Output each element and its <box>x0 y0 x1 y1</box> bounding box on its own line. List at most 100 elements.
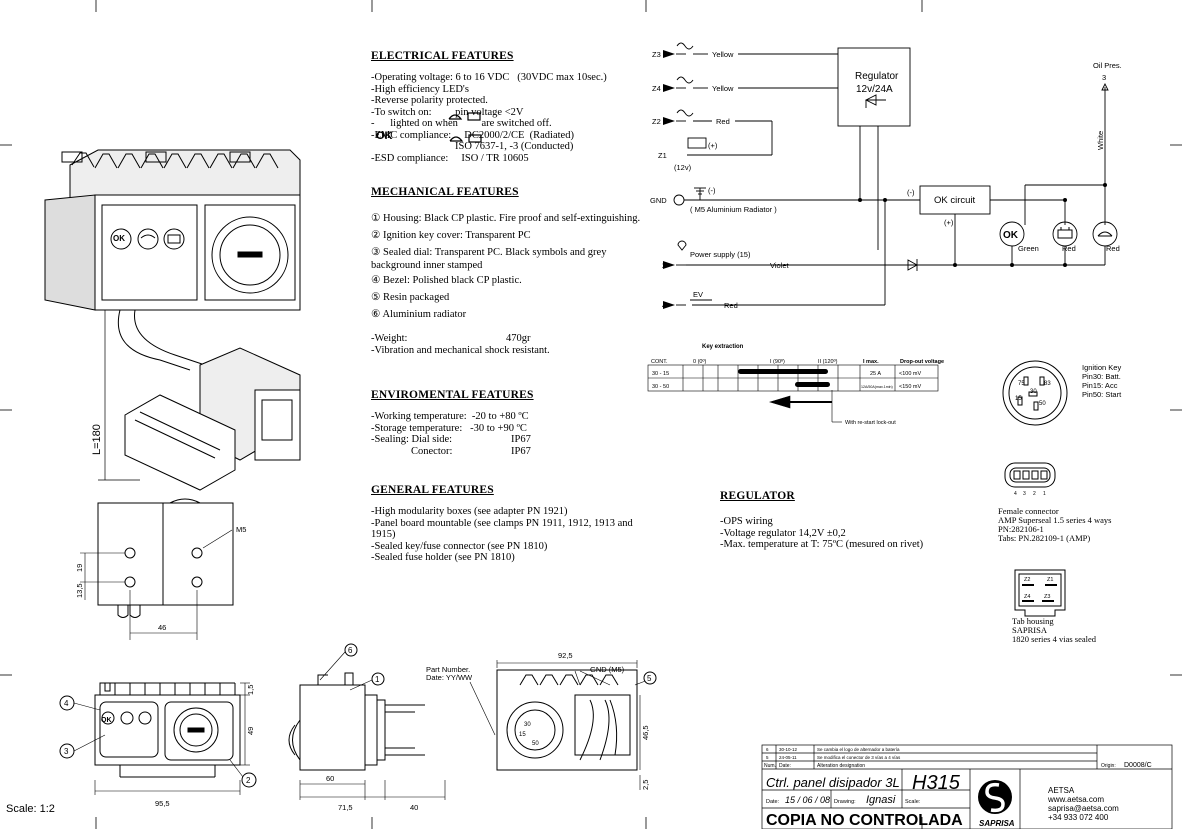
dim-60: 60 <box>326 774 334 783</box>
mechanical-features: MECHANICAL FEATURES ① Housing: Black CP … <box>371 186 656 356</box>
env-sealing-dial: -Sealing: Dial side:IP67 <box>371 434 651 446</box>
part-date-label: Date: YY/WW <box>426 673 473 682</box>
item-num-6: ⑥ <box>371 309 381 320</box>
sealing-conn-value: IP67 <box>511 445 531 457</box>
general-line-4: -Sealed key/fuse connector (see PN 1810) <box>371 540 548 552</box>
schematic-labels: Z3 Z4 Z2 Z1 Yellow Yellow Red (+) (12v) … <box>650 50 1122 310</box>
label-yellow-1: Yellow <box>712 50 734 59</box>
sealing-conn-label: Conector: <box>411 445 453 457</box>
general-title: GENERAL FEATURES <box>371 484 494 496</box>
callout-3: 3 <box>64 747 69 756</box>
oil-battery-icon-inline-2 <box>449 130 483 148</box>
mechanical-item-5: ⑤ Resin packaged <box>371 289 656 306</box>
environmental-title: ENVIROMENTAL FEATURES <box>371 389 534 401</box>
electrical-line-1: -Operating voltage: 6 to 16 VDC (30VDC m… <box>371 72 607 83</box>
ignition-key-line-3: Pin50: Start <box>1082 390 1122 399</box>
item-num-4: ④ <box>371 275 381 286</box>
label-z4: Z4 <box>652 84 661 93</box>
rev-head-alt: Alteration designation <box>817 763 865 769</box>
electrical-line-2: -High efficiency LED's <box>371 83 469 95</box>
regulator-line-2: -Voltage regulator 14,2V ±0,2 <box>720 527 846 539</box>
label-z1: Z1 <box>658 151 667 160</box>
top-view <box>80 498 234 640</box>
item-num-2: ② <box>371 230 381 241</box>
label-red-z2: Red <box>716 117 730 126</box>
key-table-title: Key extraction <box>702 344 744 350</box>
dim-92-5: 92,5 <box>558 651 573 660</box>
date-label: Date: <box>766 799 780 805</box>
rev-5-num: 5 <box>766 755 769 760</box>
key-table-head-2: II (120º) <box>818 358 838 365</box>
label-z3: Z3 <box>652 50 661 59</box>
sealing-dial-label: -Sealing: Dial side: <box>371 434 453 445</box>
key-table-text: Key extraction CONT. 0 (0º) I (90º) II (… <box>651 344 944 426</box>
rear-view <box>496 660 657 790</box>
ignition-key-diagram <box>1002 360 1068 426</box>
saprisa-logo: SAPRISA <box>978 780 1015 828</box>
female-line-4: Tabs: PN.282109-1 (AMP) <box>998 533 1091 543</box>
electrical-list: -Operating voltage: 6 to 16 VDC (30VDC m… <box>371 72 661 164</box>
callout-1: 1 <box>375 675 380 684</box>
label-violet: Violet <box>770 261 790 270</box>
company-email: saprisa@aetsa.com <box>1048 804 1119 813</box>
key-table-row2-drop: <150 mV <box>899 384 921 390</box>
front-view <box>59 682 257 795</box>
scale-label: Scale: <box>905 799 921 805</box>
rev-head-num: Num. <box>764 763 776 769</box>
title-block-text: 6 30-10-12 Se cambia el logo de alternad… <box>764 747 1152 829</box>
key-table-row2-cont: 30 - 50 <box>652 384 669 390</box>
drawing-label: Drawing: <box>834 799 856 805</box>
female-pin-2: 2 <box>1033 491 1036 497</box>
tab-pin-z2: Z2 <box>1024 577 1030 583</box>
dim-1-5: 1,5 <box>246 685 255 695</box>
ok-circuit-box: OK circuit <box>934 195 976 206</box>
part-number: H315 <box>912 772 961 794</box>
label-gnd-minus: (-) <box>708 186 716 195</box>
item-text-4: Bezel: Polished black CP plastic. <box>383 275 522 286</box>
tab-pin-z4: Z4 <box>1024 594 1030 600</box>
item-text-5: Resin packaged <box>383 292 450 303</box>
weight-value: 470gr <box>506 333 531 344</box>
dim-49: 49 <box>246 727 255 735</box>
key-table-row1-imax: 25 A <box>870 371 881 377</box>
key-table-bars <box>738 369 830 387</box>
label-oil-pres: Oil Pres. <box>1093 61 1122 70</box>
environmental-list: -Working temperature: -20 to +80 ºC -Sto… <box>371 411 651 457</box>
label-z2: Z2 <box>652 117 661 126</box>
female-connector-diagram <box>1004 462 1056 488</box>
dim-2-5: 2,5 <box>641 780 650 790</box>
callout-2: 2 <box>246 776 251 785</box>
heatsink-fins <box>61 151 279 169</box>
electrical-features: ELECTRICAL FEATURES -Operating voltage: … <box>371 50 661 164</box>
label-z1-plus: (+) <box>708 141 718 150</box>
environmental-features: ENVIROMENTAL FEATURES -Working temperatu… <box>371 389 651 457</box>
regulator-line-1: -OPS wiring <box>720 516 773 527</box>
mechanical-item-3: ③ Sealed dial: Transparent PC. Black sym… <box>371 246 656 272</box>
item-text-2: Ignition key cover: Transparent PC <box>383 230 531 241</box>
electrical-line-5: - lighted on when are switched off. <box>371 118 552 129</box>
ignition-pin-15: 15 <box>1015 396 1022 402</box>
key-table-row1-drop: <100 mV <box>899 371 921 377</box>
rear-pin-50: 50 <box>532 741 539 747</box>
iso-ok-symbol: OK <box>113 234 125 243</box>
ignition-pin-83: 83 <box>1044 381 1051 387</box>
rev-6-date: 30-10-12 <box>779 747 798 752</box>
dim-13-5: 13,5 <box>75 583 84 598</box>
schematic-junctions <box>663 50 1107 309</box>
tab-line-2: SAPRISA <box>1012 625 1047 635</box>
general-line-5: -Sealed fuse holder (see PN 1810) <box>371 552 515 563</box>
side-view <box>288 643 446 800</box>
label-pin-2: 2 <box>662 261 666 270</box>
key-table-head-0: 0 (0º) <box>693 358 706 365</box>
regulator-section: REGULATOR -OPS wiring -Voltage regulator… <box>720 490 960 551</box>
dim-46-5: 46,5 <box>641 725 650 740</box>
female-pin-3: 3 <box>1023 491 1026 497</box>
label-white: White <box>1096 131 1105 150</box>
ok-symbol-inline: OK <box>376 130 393 142</box>
label-gnd: GND <box>650 196 667 205</box>
vibration-line: -Vibration and mechanical shock resistan… <box>371 344 550 356</box>
label-power-supply: Power supply (15) <box>690 250 751 259</box>
